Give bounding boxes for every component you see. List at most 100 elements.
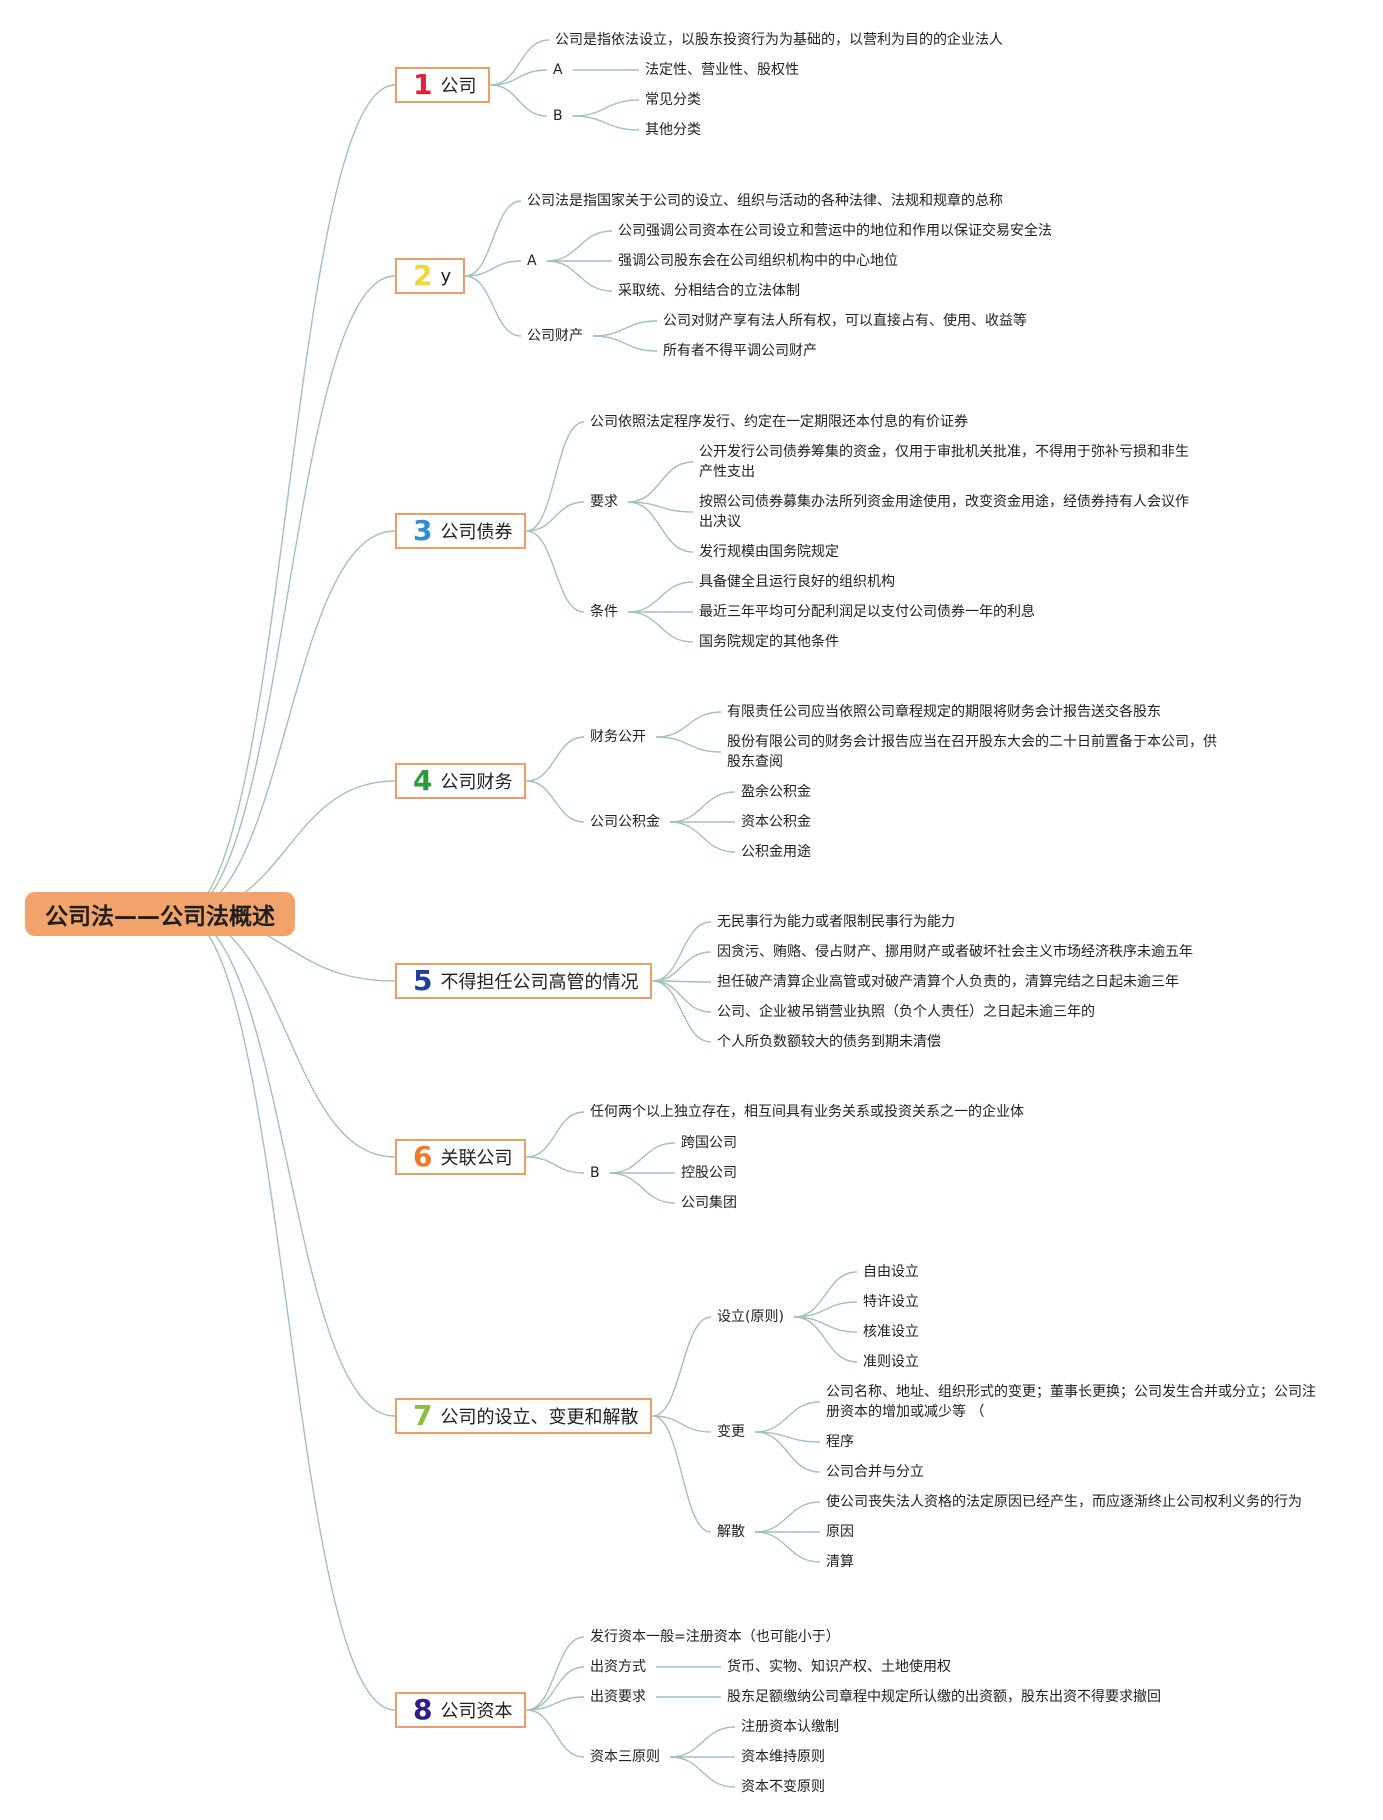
topic-b8-contribution-method[interactable]: 出资方式 bbox=[590, 1659, 646, 1675]
connector bbox=[652, 1316, 712, 1417]
connector bbox=[179, 913, 396, 1711]
topic-b7-est-4[interactable]: 准则设立 bbox=[863, 1354, 919, 1370]
branch-label: 公司资本 bbox=[440, 1701, 513, 1722]
connector bbox=[465, 275, 522, 337]
topic-b1-b[interactable]: B bbox=[553, 108, 563, 124]
branch-number: 3 bbox=[413, 514, 433, 547]
topic-b6-b-1[interactable]: 跨国公司 bbox=[681, 1135, 737, 1151]
topic-b7-est-2[interactable]: 特许设立 bbox=[863, 1294, 919, 1310]
topic-b3-req-2[interactable]: 按照公司债券募集办法所列资金用途使用，改变资金用途，经债券持有人会议作出决议 bbox=[699, 494, 1189, 530]
topic-b3-cond-1[interactable]: 具备健全且运行良好的组织机构 bbox=[699, 574, 895, 590]
topic-b4-disclosure-1[interactable]: 有限责任公司应当依照公司章程规定的期限将财务会计报告送交各股东 bbox=[727, 704, 1161, 720]
topic-b7-change[interactable]: 变更 bbox=[717, 1424, 745, 1440]
topic-b2-property-2[interactable]: 所有者不得平调公司财产 bbox=[663, 343, 817, 359]
connector bbox=[572, 115, 640, 131]
topic-b3-requirements[interactable]: 要求 bbox=[590, 494, 618, 510]
topic-b3-cond-3[interactable]: 国务院规定的其他条件 bbox=[699, 634, 839, 650]
topic-b1-a[interactable]: A bbox=[553, 62, 563, 78]
connector bbox=[592, 335, 658, 352]
connector bbox=[754, 1401, 821, 1433]
branch-8-company-capital[interactable]: 8 公司资本 bbox=[395, 1692, 527, 1728]
topic-b7-change-2[interactable]: 程序 bbox=[826, 1434, 854, 1450]
branch-3-corporate-bonds[interactable]: 3 公司债券 bbox=[395, 513, 527, 549]
topic-b7-diss-1[interactable]: 使公司丧失法人资格的法定原因已经产生，而应逐渐终止公司权利义务的行为 bbox=[826, 1494, 1302, 1510]
topic-b1-b-2[interactable]: 其他分类 bbox=[645, 122, 701, 138]
connector bbox=[526, 501, 585, 532]
connector bbox=[490, 84, 548, 117]
topic-b6-definition[interactable]: 任何两个以上独立存在，相互间具有业务关系或投资关系之一的企业体 bbox=[590, 1104, 1024, 1120]
topic-b8-method-1[interactable]: 货币、实物、知识产权、土地使用权 bbox=[727, 1659, 951, 1675]
topic-b5-4[interactable]: 公司、企业被吊销营业执照（负个人责任）之日起未逾三年的 bbox=[717, 1004, 1095, 1020]
topic-b4-reserve-2[interactable]: 资本公积金 bbox=[741, 814, 811, 830]
topic-b8-three-principles[interactable]: 资本三原则 bbox=[590, 1749, 660, 1765]
topic-b2-a-1[interactable]: 公司强调公司资本在公司设立和营运中的地位和作用以保证交易安全法 bbox=[618, 223, 1052, 239]
topic-b6-b-2[interactable]: 控股公司 bbox=[681, 1165, 737, 1181]
topic-b5-3[interactable]: 担任破产清算企业高管或对破产清算个人负责的，清算完结之日起未逾三年 bbox=[717, 974, 1179, 990]
topic-b4-disclosure-2[interactable]: 股份有限公司的财务会计报告应当在召开股东大会的二十日前置备于本公司，供股东查阅 bbox=[727, 734, 1217, 770]
topic-b7-change-3[interactable]: 公司合并与分立 bbox=[826, 1464, 924, 1480]
connector bbox=[526, 1111, 585, 1158]
topic-b3-req-1[interactable]: 公开发行公司债券筹集的资金，仅用于审批机关批准，不得用于弥补亏损和非生产性支出 bbox=[699, 444, 1189, 480]
topic-b8-requirement-1[interactable]: 股东足额缴纳公司章程中规定所认缴的出资额，股东出资不得要求撤回 bbox=[727, 1689, 1161, 1705]
connector bbox=[655, 736, 722, 753]
connector bbox=[652, 951, 712, 982]
topic-b3-cond-2[interactable]: 最近三年平均可分配利润足以支付公司债券一年的利息 bbox=[699, 604, 1035, 620]
topic-b8-contribution-requirement[interactable]: 出资要求 bbox=[590, 1689, 646, 1705]
topic-b7-diss-3[interactable]: 清算 bbox=[826, 1554, 854, 1570]
connector bbox=[526, 1156, 585, 1174]
topic-b2-a[interactable]: A bbox=[527, 253, 537, 269]
topic-b2-a-3[interactable]: 采取统、分相结合的立法体制 bbox=[618, 283, 800, 299]
connector bbox=[526, 736, 585, 782]
branch-number: 8 bbox=[413, 1693, 433, 1726]
topic-b8-principle-3[interactable]: 资本不变原则 bbox=[741, 1779, 825, 1795]
connector bbox=[793, 1316, 858, 1363]
branch-5-executive-disqualification[interactable]: 5 不得担任公司高管的情况 bbox=[395, 963, 653, 999]
topic-b7-diss-2[interactable]: 原因 bbox=[826, 1524, 854, 1540]
branch-2-company-law[interactable]: 2 y bbox=[395, 258, 466, 294]
topic-b4-disclosure[interactable]: 财务公开 bbox=[590, 729, 646, 745]
topic-b2-definition[interactable]: 公司法是指国家关于公司的设立、组织与活动的各种法律、法规和规章的总称 bbox=[527, 193, 1003, 209]
topic-b8-principle-1[interactable]: 注册资本认缴制 bbox=[741, 1719, 839, 1735]
connector bbox=[655, 711, 722, 738]
topic-b3-req-3[interactable]: 发行规模由国务院规定 bbox=[699, 544, 839, 560]
topic-b4-reserve[interactable]: 公司公积金 bbox=[590, 814, 660, 830]
topic-b8-principle-2[interactable]: 资本维持原则 bbox=[741, 1749, 825, 1765]
root-topic[interactable]: 公司法——公司法概述 bbox=[25, 892, 295, 936]
topic-b4-reserve-3[interactable]: 公积金用途 bbox=[741, 844, 811, 860]
branch-6-affiliated-companies[interactable]: 6 关联公司 bbox=[395, 1139, 527, 1175]
branch-7-establishment-change-dissolution[interactable]: 7 公司的设立、变更和解散 bbox=[395, 1398, 653, 1434]
topic-b1-b-1[interactable]: 常见分类 bbox=[645, 92, 701, 108]
topic-b5-5[interactable]: 个人所负数额较大的债务到期未清偿 bbox=[717, 1034, 941, 1050]
topic-b8-issued-capital[interactable]: 发行资本一般=注册资本（也可能小于） bbox=[590, 1629, 840, 1645]
topic-b3-definition[interactable]: 公司依照法定程序发行、约定在一定期限还本付息的有价证券 bbox=[590, 414, 968, 430]
connector bbox=[526, 530, 585, 613]
topic-b7-change-1[interactable]: 公司名称、地址、组织形式的变更；董事长更换；公司发生合并或分立；公司注册资本的增… bbox=[826, 1384, 1316, 1420]
branch-4-company-finance[interactable]: 4 公司财务 bbox=[395, 763, 527, 799]
topic-b2-property-1[interactable]: 公司对财产享有法人所有权，可以直接占有、使用、收益等 bbox=[663, 313, 1027, 329]
connector bbox=[754, 1531, 821, 1563]
connector bbox=[652, 1415, 712, 1533]
branch-label: 公司债券 bbox=[440, 522, 513, 543]
topic-b7-dissolution[interactable]: 解散 bbox=[717, 1524, 745, 1540]
topic-b5-2[interactable]: 因贪污、贿赂、侵占财产、挪用财产或者破坏社会主义市场经济秩序未逾五年 bbox=[717, 944, 1193, 960]
topic-b6-b[interactable]: B bbox=[590, 1165, 600, 1181]
topic-b7-est-1[interactable]: 自由设立 bbox=[863, 1264, 919, 1280]
topic-b7-establishment[interactable]: 设立(原则) bbox=[717, 1309, 784, 1325]
connector bbox=[526, 1636, 585, 1711]
topic-b4-reserve-1[interactable]: 盈余公积金 bbox=[741, 784, 811, 800]
topic-b7-est-3[interactable]: 核准设立 bbox=[863, 1324, 919, 1340]
branch-1-company[interactable]: 1 公司 bbox=[395, 67, 491, 103]
topic-b1-definition[interactable]: 公司是指依法设立，以股东投资行为为基础的，以营利为目的的企业法人 bbox=[555, 32, 1003, 48]
connector bbox=[572, 99, 640, 117]
topic-b5-1[interactable]: 无民事行为能力或者限制民事行为能力 bbox=[717, 914, 955, 930]
topic-b6-b-3[interactable]: 公司集团 bbox=[681, 1195, 737, 1211]
topic-b2-a-2[interactable]: 强调公司股东会在公司组织机构中的中心地位 bbox=[618, 253, 898, 269]
branch-label: 公司的设立、变更和解散 bbox=[440, 1407, 639, 1428]
topic-b2-property[interactable]: 公司财产 bbox=[527, 328, 583, 344]
topic-b1-a-1[interactable]: 法定性、营业性、股权性 bbox=[645, 62, 799, 78]
connector bbox=[526, 1696, 585, 1711]
connector bbox=[669, 791, 736, 823]
connector bbox=[609, 1172, 676, 1204]
topic-b3-conditions[interactable]: 条件 bbox=[590, 604, 618, 620]
connector bbox=[179, 530, 396, 915]
